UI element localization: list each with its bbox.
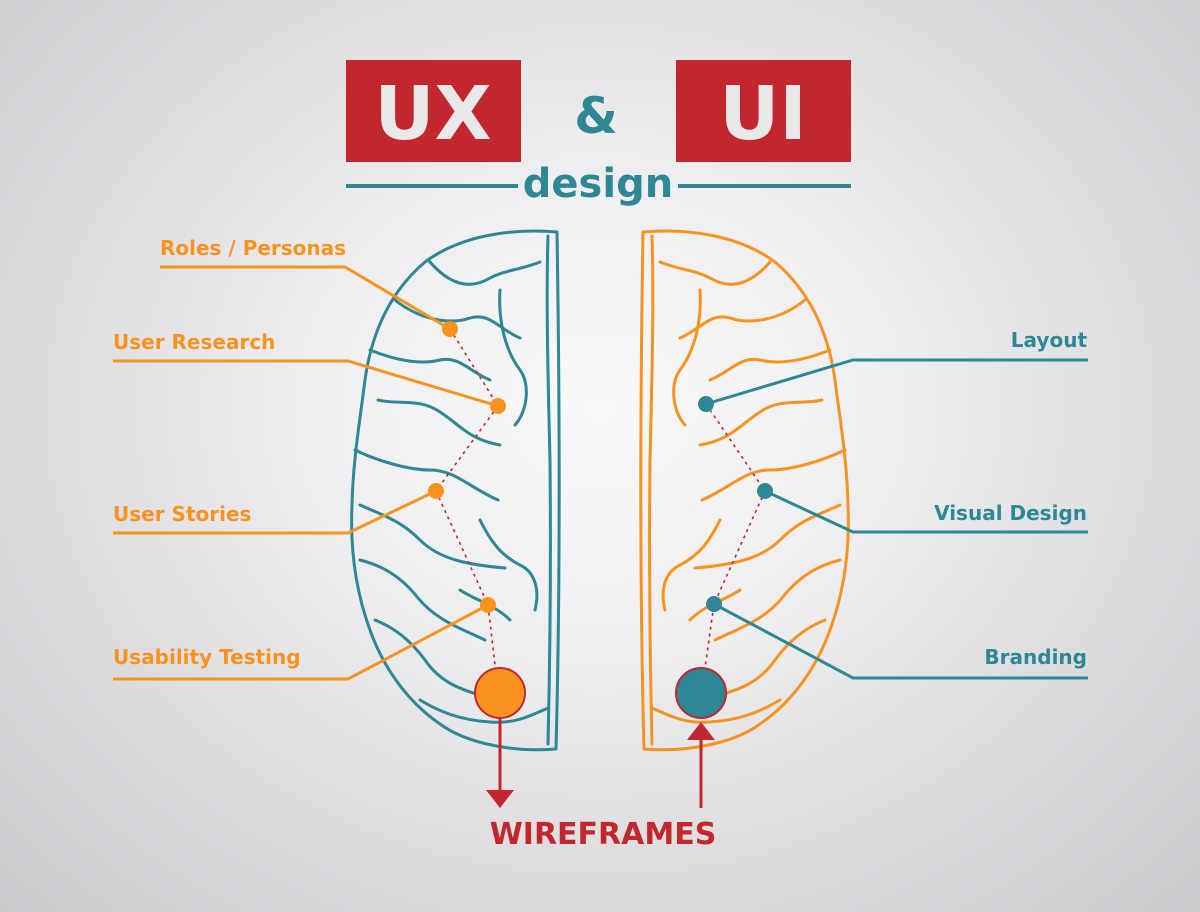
- label-layout: Layout: [1011, 328, 1088, 352]
- leader-layout: [705, 358, 1088, 406]
- left-fold: [428, 260, 542, 286]
- left-fold: [376, 398, 502, 447]
- label-visual-design: Visual Design: [934, 501, 1087, 525]
- ux-box: [346, 60, 521, 162]
- leader-user-stories: [113, 489, 437, 535]
- subtitle-design: design: [523, 161, 673, 207]
- left-fold: [418, 698, 550, 724]
- label-user-stories: User Stories: [113, 502, 251, 526]
- node-layout: [698, 396, 714, 412]
- left-fold: [478, 518, 539, 612]
- node-visual-design: [757, 483, 773, 499]
- leader-branding: [713, 602, 1088, 680]
- leader-visual-design: [764, 489, 1088, 534]
- left-fold: [498, 288, 528, 427]
- label-branding: Branding: [984, 645, 1087, 669]
- right-fold: [658, 260, 772, 286]
- right-hemisphere: [639, 229, 850, 752]
- wireframes-label: WIREFRAMES: [490, 817, 717, 852]
- node-roles-personas: [442, 321, 458, 337]
- leader-user-research: [113, 359, 499, 408]
- left-fold: [353, 448, 500, 502]
- leader-roles-personas: [160, 265, 451, 331]
- right-fold: [672, 288, 702, 427]
- ui-up-arrow: [687, 722, 715, 808]
- ui-dotted-path: [704, 403, 766, 669]
- left-fold: [373, 618, 492, 700]
- ux-down-arrow: [486, 718, 514, 808]
- node-user-stories: [428, 483, 444, 499]
- left-fold-midline: [545, 234, 552, 746]
- right-hemisphere-outline: [639, 229, 850, 752]
- label-user-research: User Research: [113, 330, 275, 354]
- right-fold: [693, 503, 842, 570]
- node-user-research: [490, 398, 506, 414]
- left-hemisphere: [350, 229, 561, 752]
- right-fold: [650, 698, 782, 724]
- leader-usability-testing: [113, 603, 489, 681]
- label-usability-testing: Usability Testing: [113, 645, 301, 669]
- right-fold: [661, 518, 722, 612]
- title-block: UX & UI design: [346, 60, 851, 207]
- left-fold: [358, 558, 487, 642]
- node-usability-testing: [480, 597, 496, 613]
- ui-box-text: UI: [719, 71, 807, 157]
- right-fold-midline: [648, 234, 655, 746]
- left-hemisphere-outline: [350, 229, 561, 752]
- right-fold: [708, 348, 832, 382]
- right-fold: [713, 558, 842, 642]
- ui-output-circle: [675, 667, 727, 719]
- label-roles-personas: Roles / Personas: [160, 236, 346, 260]
- ui-box: [676, 60, 851, 162]
- ux-output-circle: [474, 667, 526, 719]
- node-branding: [706, 596, 722, 612]
- ux-box-text: UX: [374, 71, 491, 157]
- right-fold: [700, 448, 847, 502]
- left-fold: [368, 348, 492, 382]
- right-fold: [698, 398, 824, 447]
- right-fold: [708, 618, 827, 700]
- ampersand: &: [574, 87, 618, 145]
- left-fold: [358, 503, 507, 570]
